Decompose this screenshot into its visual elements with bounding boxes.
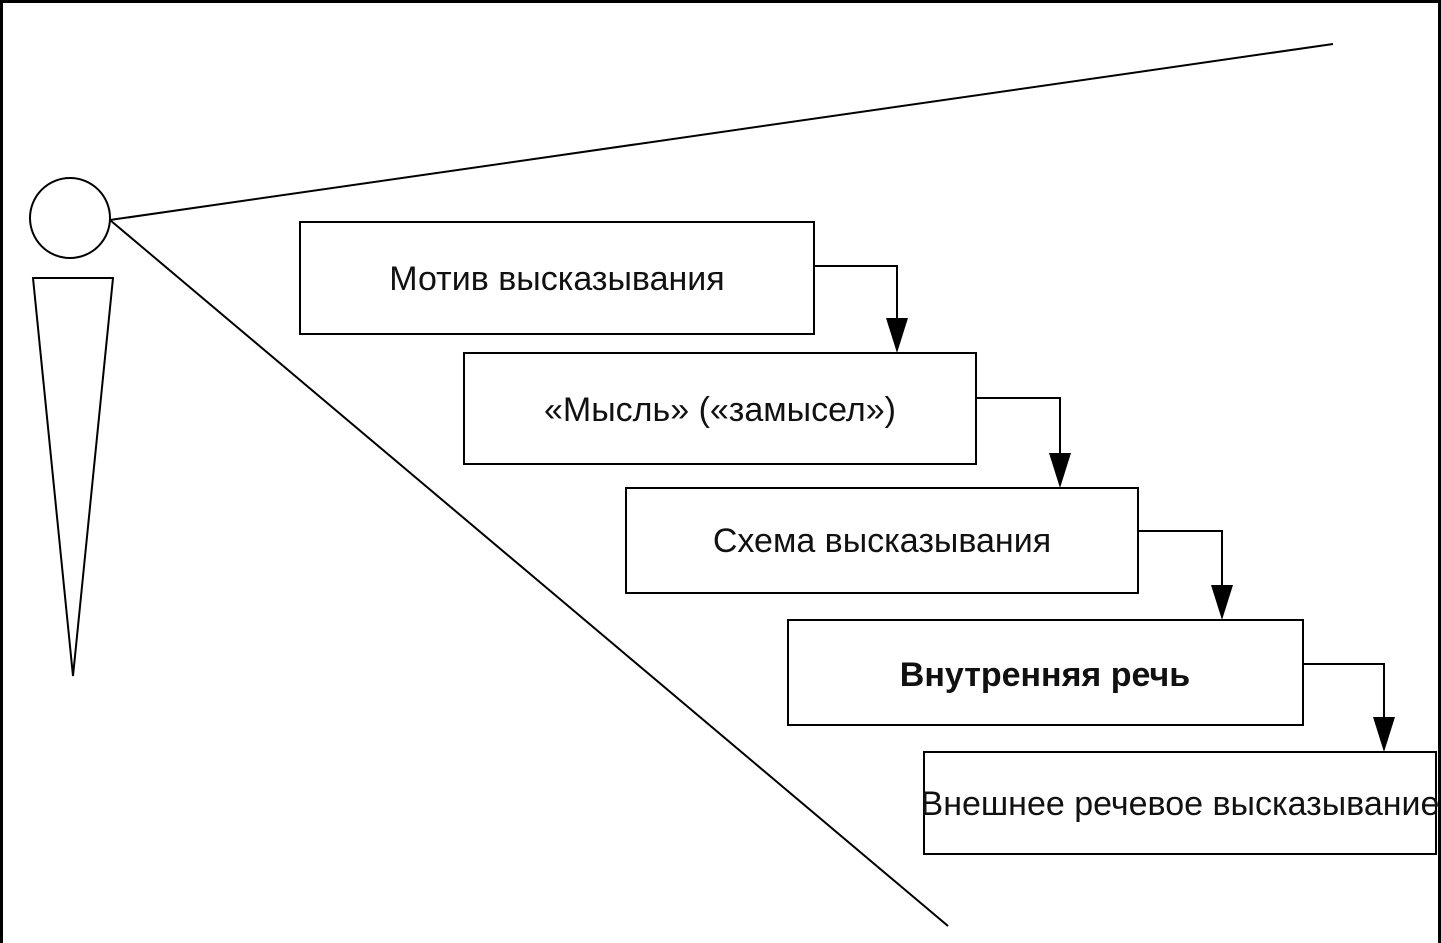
step-label-thought: «Мысль» («замысел»): [544, 391, 896, 429]
step-box-inner-speech: Внутренняя речь: [787, 619, 1304, 726]
step-box-scheme: Схема высказывания: [625, 487, 1139, 594]
step-label-external-speech: Внешнее речевое высказывание: [921, 785, 1440, 823]
upper-view-line: [109, 43, 1334, 221]
step-label-inner-speech: Внутренняя речь: [900, 656, 1190, 694]
step-box-external-speech: Внешнее речевое высказывание: [921, 751, 1440, 855]
step-box-thought: «Мысль» («замысел»): [463, 352, 977, 465]
lower-view-line: [109, 219, 949, 927]
person-body-icon: [31, 277, 115, 677]
step-box-motive: Мотив высказывания: [299, 221, 815, 335]
step-label-scheme: Схема высказывания: [713, 522, 1051, 560]
arrow-connector-2: [976, 397, 1071, 488]
step-label-motive: Мотив высказывания: [389, 260, 724, 298]
arrow-connector-1: [814, 265, 908, 353]
person-head-icon: [29, 177, 111, 259]
arrow-connector-4: [1303, 663, 1395, 752]
arrow-connector-3: [1138, 530, 1233, 620]
